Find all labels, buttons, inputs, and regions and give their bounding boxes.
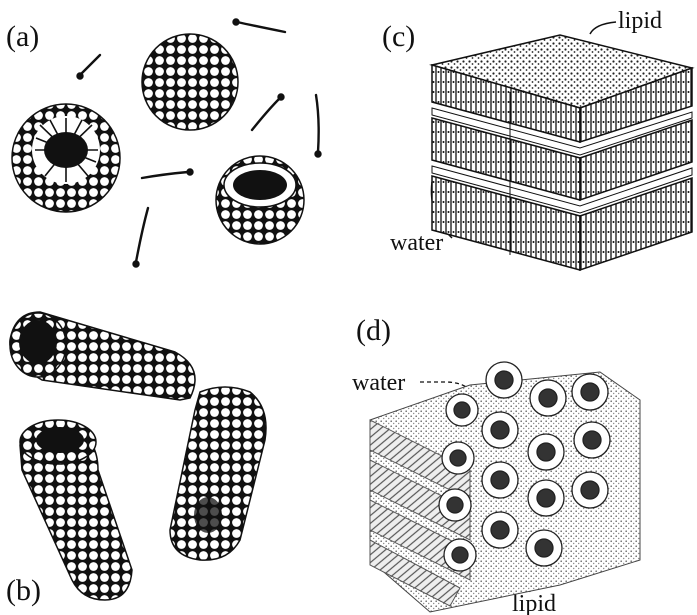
cylindrical-micelle-right	[170, 387, 266, 560]
panel-a-label: (a)	[6, 20, 39, 53]
hexagonal-phase-block	[370, 362, 640, 612]
cylindrical-micelle-left	[20, 420, 132, 600]
panel-d: (d) water lipid	[352, 314, 640, 615]
micelle-cross-section-left	[12, 104, 120, 212]
lamellar-phase-stack	[432, 35, 692, 270]
panel-c: (c) lipid water	[382, 8, 692, 270]
panel-c-label: (c)	[382, 20, 415, 53]
lipid-leader-c	[590, 22, 616, 34]
water-label-c: water	[390, 230, 443, 256]
cylindrical-micelle-horizontal	[10, 312, 195, 400]
lipid-label-c: lipid	[618, 8, 662, 34]
spherical-micelle	[142, 34, 238, 130]
panel-d-label: (d)	[356, 314, 391, 347]
micelle-cross-section-right	[216, 156, 304, 244]
panel-b: (b)	[6, 312, 266, 607]
water-label-d: water	[352, 370, 405, 396]
lipid-label-d: lipid	[512, 591, 556, 615]
panel-b-label: (b)	[6, 574, 41, 607]
panel-a: (a)	[6, 20, 321, 267]
